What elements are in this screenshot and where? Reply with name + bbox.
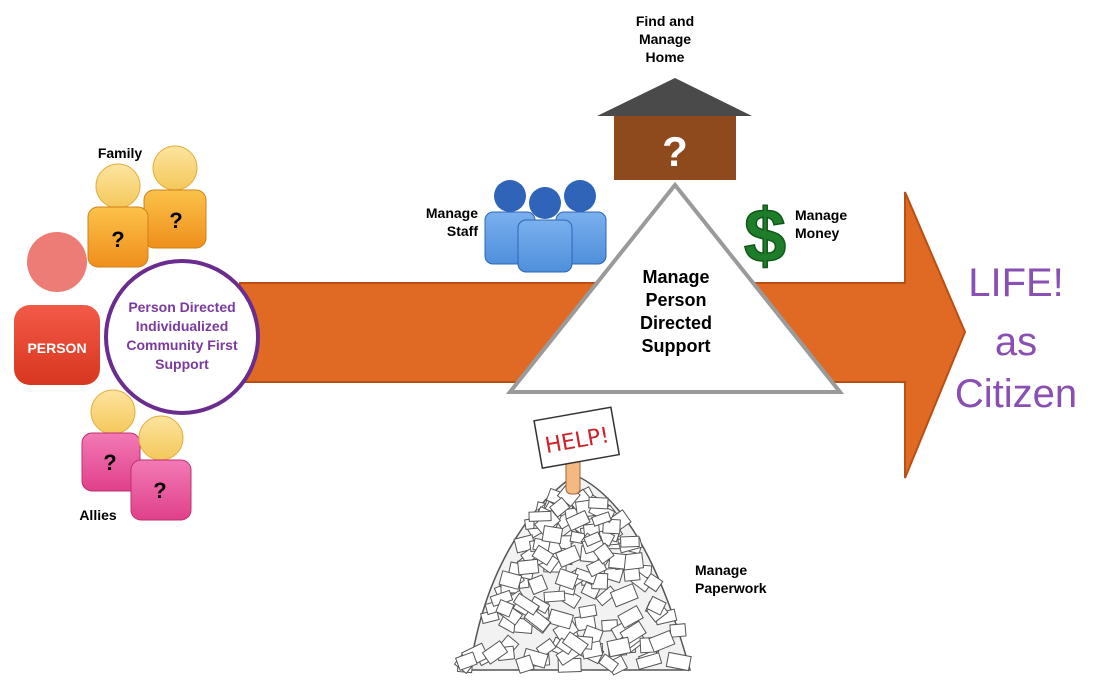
family-label: Family — [98, 145, 143, 161]
family-head-front — [95, 163, 141, 209]
triangle-line-2: Person — [645, 290, 706, 310]
paper-sheet — [648, 629, 676, 653]
manage-money-label-1: Manage — [795, 207, 847, 223]
paper-sheet — [583, 531, 603, 548]
paper-sheet — [591, 511, 612, 527]
paper-sheet — [547, 608, 575, 630]
allies-group: ? ? Allies — [79, 389, 192, 523]
question-mark-icon: ? — [662, 128, 688, 175]
paper-sheet — [565, 509, 591, 532]
ally-head-back — [90, 389, 136, 435]
paper-sheet — [498, 570, 523, 590]
paper-sheet — [527, 574, 549, 596]
paper-sheet — [528, 510, 552, 522]
paper-sheet — [495, 599, 515, 618]
paper-sheet — [635, 652, 663, 671]
life-line-1: LIFE! — [968, 261, 1064, 305]
manage-staff-label-2: Staff — [447, 223, 478, 239]
family-body-front — [87, 206, 149, 268]
manage-money-label-2: Money — [795, 225, 840, 241]
paper-sheet — [609, 583, 639, 608]
manage-paperwork-label-1: Manage — [695, 562, 747, 578]
paper-sheet — [606, 636, 632, 658]
center-circle: Person Directed Individualized Community… — [104, 259, 260, 415]
manage-staff-label-1: Manage — [426, 205, 478, 221]
paper-sheet — [588, 496, 609, 510]
center-circle-line-4: Support — [155, 356, 209, 372]
paper-sheet — [517, 558, 540, 576]
paper-sheet — [554, 568, 579, 591]
center-circle-line-1: Person Directed — [128, 299, 235, 315]
paper-sheet — [555, 544, 582, 568]
dollar-icon: $ — [744, 194, 786, 279]
life-line-2: as — [995, 320, 1037, 364]
paper-sheet — [481, 640, 509, 665]
family-group: ? ? Family — [87, 145, 207, 268]
paper-sheet — [543, 590, 566, 603]
allies-label: Allies — [79, 507, 117, 523]
person-label: PERSON — [27, 340, 86, 356]
help-sign: HELP! — [533, 406, 621, 469]
paper-sheet — [573, 567, 598, 585]
question-mark-icon: ? — [111, 227, 124, 252]
person-head — [27, 232, 87, 292]
triangle-line-1: Manage — [642, 267, 709, 287]
question-mark-icon: ? — [103, 450, 116, 475]
paper-sheet — [598, 653, 620, 674]
paper-sheet — [608, 552, 627, 570]
paper-sheet — [595, 585, 618, 607]
question-mark-icon: ? — [153, 478, 166, 503]
paper-sheet — [515, 654, 535, 674]
paper-sheet — [578, 604, 598, 619]
paperwork-pile-icon: HELP! — [453, 406, 692, 676]
paper-sheet — [620, 535, 640, 548]
family-head-back — [152, 145, 198, 191]
paper-sheet — [541, 525, 564, 545]
find-home-label-1: Find and — [636, 13, 694, 29]
find-home-label-3: Home — [646, 49, 685, 65]
ally-body-front — [130, 459, 192, 521]
person-figure: PERSON — [14, 232, 100, 385]
staff-icon — [484, 180, 607, 273]
paper-sheet — [592, 542, 615, 565]
paper-sheet — [512, 592, 540, 616]
ally-head-front — [138, 415, 184, 461]
life-line-3: Citizen — [955, 372, 1077, 416]
triangle-line-4: Support — [642, 336, 711, 356]
triangle-line-3: Directed — [640, 313, 712, 333]
house-icon: ? — [597, 78, 752, 180]
paper-sheet — [455, 651, 478, 671]
paper-sheet — [549, 496, 571, 518]
paper-sheet — [617, 604, 644, 629]
paper-sheet — [531, 544, 555, 566]
paper-sheet — [646, 595, 667, 616]
manage-paperwork-label-2: Paperwork — [695, 580, 767, 596]
paper-sheet — [665, 651, 692, 672]
paper-sheet — [561, 631, 589, 656]
paper-sheet — [643, 572, 664, 593]
paper-sheet — [602, 518, 621, 535]
find-home-label-2: Manage — [639, 31, 691, 47]
paper-sheet — [669, 623, 687, 638]
center-circle-line-2: Individualized — [136, 318, 229, 334]
person-body — [14, 305, 100, 385]
question-mark-icon: ? — [169, 208, 182, 233]
support-triangle: Manage Person Directed Support — [505, 181, 845, 394]
center-circle-line-3: Community First — [126, 337, 238, 353]
